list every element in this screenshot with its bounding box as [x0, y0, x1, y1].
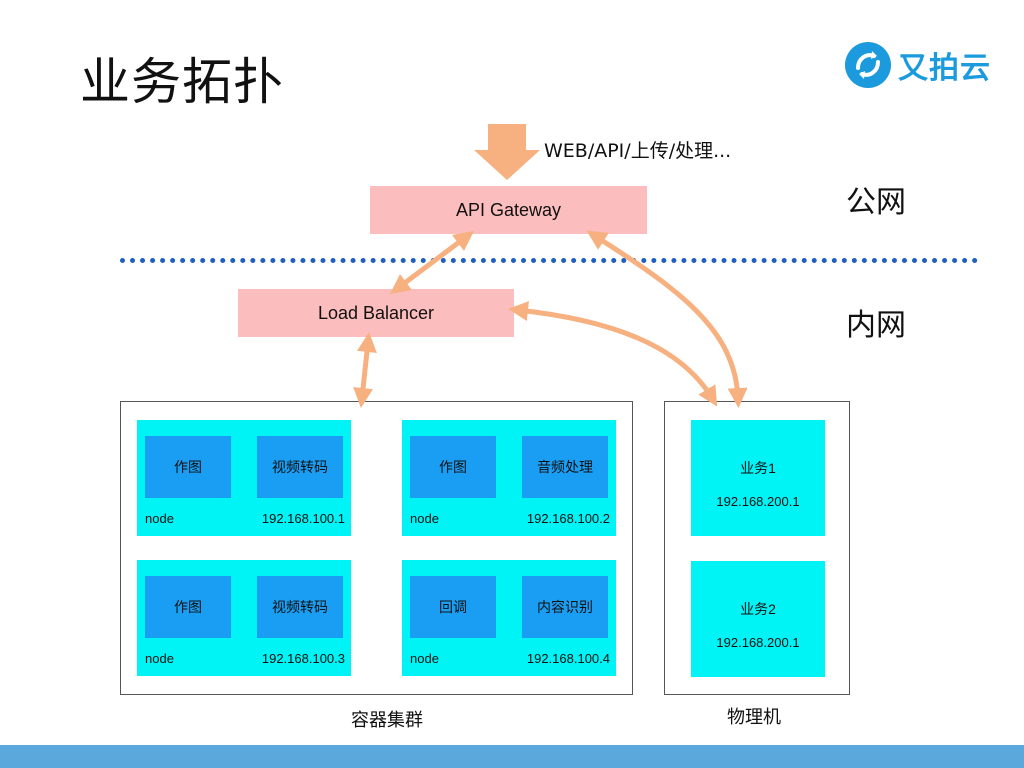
business-name: 业务2 — [740, 601, 776, 617]
cluster-node: 作图 音频处理 node 192.168.100.2 — [402, 420, 616, 536]
cluster-caption: 容器集群 — [351, 710, 423, 731]
service-box: 内容识别 — [522, 576, 608, 638]
business-ip: 192.168.200.1 — [716, 635, 800, 650]
api-gateway-label: API Gateway — [455, 199, 562, 220]
upyun-logo-icon — [845, 42, 891, 88]
brand-name: 又拍云 — [898, 51, 991, 86]
down-arrow-icon — [474, 124, 540, 180]
load-balancer-label: Load Balancer — [317, 302, 435, 323]
lb-physical-arrow — [508, 301, 718, 407]
service-box: 作图 — [145, 436, 231, 498]
zone-private-label: 内网 — [846, 308, 906, 343]
business-name: 业务1 — [740, 460, 776, 476]
node-ip: 192.168.100.4 — [526, 651, 610, 666]
node-label: node — [410, 511, 439, 526]
network-boundary-divider — [120, 258, 978, 263]
physical-machines: 业务1 192.168.200.1 业务2 192.168.200.1 — [664, 401, 850, 695]
cluster-node: 作图 视频转码 node 192.168.100.1 — [137, 420, 351, 536]
physical-caption: 物理机 — [727, 707, 781, 728]
business-box: 业务1 192.168.200.1 — [691, 420, 825, 536]
cluster-node: 回调 内容识别 node 192.168.100.4 — [402, 560, 616, 676]
brand-logo: 又拍云 — [844, 40, 994, 90]
node-ip: 192.168.100.2 — [526, 511, 610, 526]
node-label: node — [145, 651, 174, 666]
container-cluster: 作图 视频转码 node 192.168.100.1 作图 音频处理 node … — [120, 401, 633, 695]
node-ip: 192.168.100.1 — [261, 511, 345, 526]
zone-public-label: 公网 — [846, 185, 906, 220]
node-ip: 192.168.100.3 — [261, 651, 345, 666]
footer-bar — [0, 745, 1024, 768]
lb-cluster-arrow — [353, 332, 377, 408]
service-box: 回调 — [410, 576, 496, 638]
service-box: 视频转码 — [257, 576, 343, 638]
entry-traffic-label: WEB/API/上传/处理... — [544, 140, 732, 162]
cluster-node: 作图 视频转码 node 192.168.100.3 — [137, 560, 351, 676]
service-box: 作图 — [145, 576, 231, 638]
node-label: node — [410, 651, 439, 666]
service-box: 音频处理 — [522, 436, 608, 498]
node-label: node — [145, 511, 174, 526]
load-balancer-box: Load Balancer — [238, 289, 514, 337]
service-box: 视频转码 — [257, 436, 343, 498]
api-gateway-box: API Gateway — [370, 186, 647, 234]
business-ip: 192.168.200.1 — [716, 494, 800, 509]
service-box: 作图 — [410, 436, 496, 498]
business-box: 业务2 192.168.200.1 — [691, 561, 825, 677]
page-title: 业务拓扑 — [80, 53, 284, 111]
